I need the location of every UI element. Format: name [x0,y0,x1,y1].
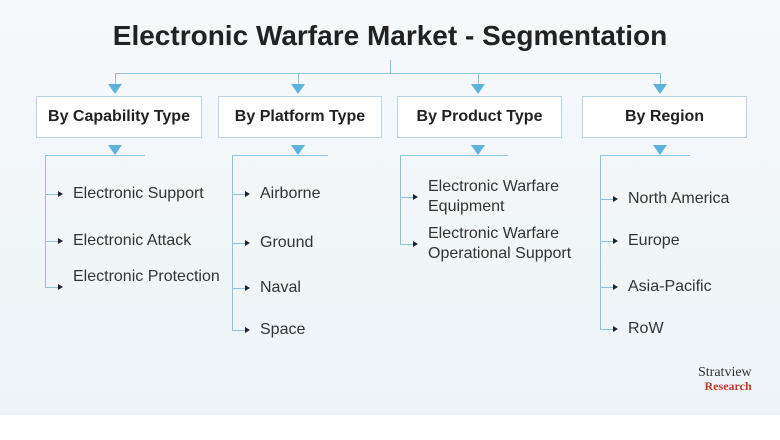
bullet-arrow-icon [45,191,63,197]
connector [390,60,391,74]
connector [400,155,401,244]
bullet-arrow-icon [600,196,618,202]
connector [600,155,690,156]
arrow-down-icon [653,145,667,155]
bullet-arrow-icon [400,241,418,247]
arrow-down-icon [291,145,305,155]
segment-item: Asia-Pacific [628,278,712,295]
segment-item: Electronic Protection [73,268,220,285]
category-box: By Capability Type [36,96,202,138]
connector [45,155,46,287]
connector [45,155,145,156]
segment-item: Electronic Support [73,185,204,202]
arrow-down-icon [471,84,485,94]
arrow-down-icon [471,145,485,155]
bullet-arrow-icon [232,240,250,246]
bullet-arrow-icon [45,238,63,244]
arrow-down-icon [291,84,305,94]
bullet-arrow-icon [232,285,250,291]
connector [600,155,601,329]
bullet-arrow-icon [45,284,63,290]
category-box: By Product Type [397,96,562,138]
connector [115,74,116,86]
segment-item: Naval [260,279,301,296]
connector [400,155,508,156]
connector [478,74,479,86]
category-label: By Capability Type [48,108,190,125]
logo-sub: Research [704,379,752,393]
bullet-arrow-icon [600,326,618,332]
logo-name: Stratview [698,365,752,380]
connector [232,155,233,330]
arrow-down-icon [653,84,667,94]
segment-item: Electronic Attack [73,232,192,249]
bullet-arrow-icon [232,191,250,197]
segment-item: North America [628,190,730,207]
category-label: By Region [624,108,705,125]
segment-item: Space [260,321,306,338]
category-label: By Platform Type [234,108,366,125]
stratview-logo: Stratview Research [698,365,752,394]
arrow-down-icon [108,145,122,155]
bullet-arrow-icon [600,284,618,290]
connector [298,74,299,86]
connector [660,74,661,86]
segment-item: Ground [260,234,314,251]
segment-item: Electronic Warfare Equipment [428,178,559,215]
connector [115,73,661,74]
bullet-arrow-icon [400,194,418,200]
category-box: By Platform Type [218,96,382,138]
arrow-down-icon [108,84,122,94]
segment-item: Airborne [260,185,321,202]
category-label: By Product Type [416,108,543,125]
bullet-arrow-icon [232,327,250,333]
connector [232,155,328,156]
segment-item: RoW [628,320,664,337]
segment-item: Electronic Warfare Operational Support [428,225,572,262]
footer-strip [0,415,780,440]
bullet-arrow-icon [600,238,618,244]
diagram-title: Electronic Warfare Market - Segmentation [112,20,668,51]
category-box: By Region [582,96,747,138]
segment-item: Europe [628,232,680,249]
